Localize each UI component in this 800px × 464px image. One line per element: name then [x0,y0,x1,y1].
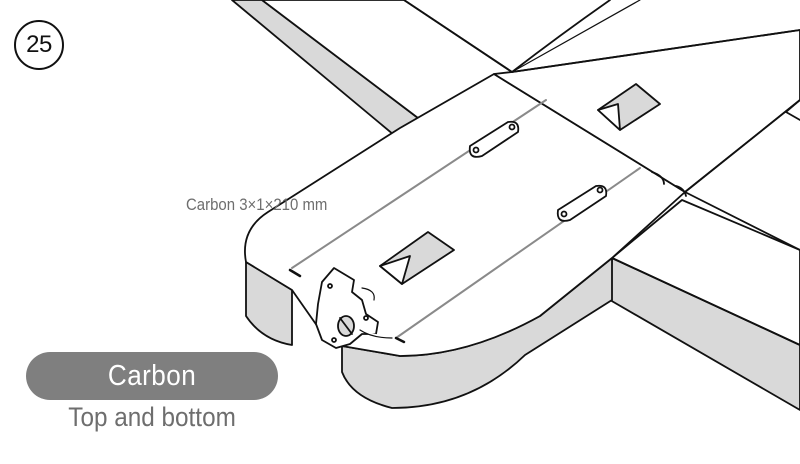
fuselage-slot [597,83,661,131]
material-placement-note: Top and bottom [26,402,278,433]
motor-mount-plate [288,267,406,349]
step-number: 25 [26,31,52,58]
spar-mounting-clip [556,184,608,222]
fuselage-top [244,73,686,357]
spar-callout-label: Carbon 3×1×210 mm [186,195,328,214]
step-number-badge: 25 [14,20,64,70]
spar-mounting-clip [468,120,520,158]
wing-strip-front [609,199,800,411]
material-name: Carbon [107,359,197,392]
material-placement: Top and bottom [68,402,236,432]
material-name-pill: Carbon [26,352,278,400]
fuselage-slot [379,231,455,285]
